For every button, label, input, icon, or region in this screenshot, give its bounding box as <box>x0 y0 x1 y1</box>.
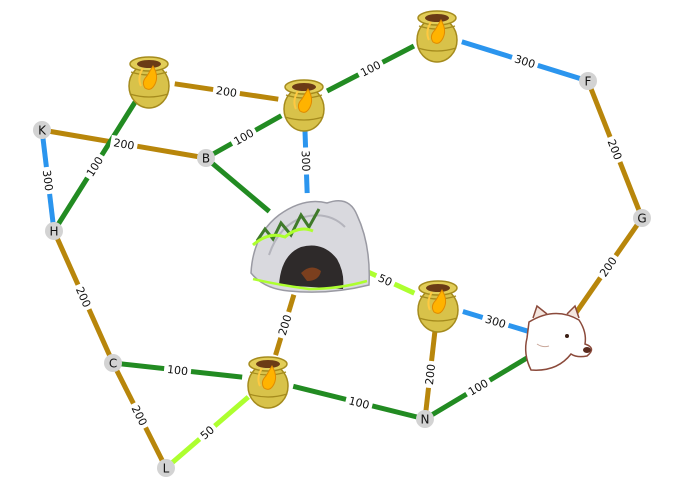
svg-text:50: 50 <box>376 272 394 290</box>
svg-text:100: 100 <box>166 363 188 378</box>
svg-text:200: 200 <box>423 363 438 385</box>
node-h: H <box>45 222 63 240</box>
node-label: H <box>49 225 58 239</box>
svg-text:200: 200 <box>276 313 295 337</box>
nodes-layer: K B H C L N F G <box>33 10 651 477</box>
node-l: L <box>157 459 175 477</box>
node-label: B <box>202 152 210 166</box>
edge-weight-label: 200 <box>421 360 439 389</box>
edge-weight-label: 100 <box>344 392 374 413</box>
node-g: G <box>633 209 651 227</box>
svg-text:300: 300 <box>513 53 537 72</box>
node-label: C <box>109 357 117 371</box>
node-f: F <box>579 72 597 90</box>
honey-pot-icon <box>283 79 325 132</box>
svg-text:200: 200 <box>112 136 135 152</box>
honey-pot-icon <box>247 356 289 409</box>
edge-weight-label: 300 <box>480 310 511 333</box>
edge-weight-label: 200 <box>109 134 139 154</box>
svg-text:300: 300 <box>299 150 313 171</box>
node-k: K <box>33 121 51 139</box>
honey-pot-icon <box>417 280 459 333</box>
edge-weight-label: 50 <box>373 269 398 291</box>
node-label: N <box>421 413 430 427</box>
edge-weight-label: 200 <box>127 400 152 431</box>
edge-weight-label: 100 <box>163 361 192 379</box>
edge-weight-label: 300 <box>509 50 540 73</box>
edge-B-CAVE <box>204 156 271 214</box>
edge-weight-label: 100 <box>355 56 386 81</box>
node-label: K <box>38 124 47 138</box>
svg-text:100: 100 <box>347 394 371 412</box>
honey-pot-icon <box>128 56 170 109</box>
node-c: C <box>104 354 122 372</box>
edge-weight-label: 300 <box>39 166 57 195</box>
edge-weight-label: 200 <box>212 82 241 101</box>
edge-weight-label: 100 <box>228 124 259 150</box>
bear-icon <box>524 304 593 371</box>
edge-labels-layer: 200 100 300 100 200 100 300 300 200 200 200 50 300 20… <box>39 50 627 445</box>
node-label: G <box>637 212 646 226</box>
edge-weight-label: 300 <box>298 147 314 175</box>
node-n: N <box>416 410 434 428</box>
node-label: F <box>585 75 592 89</box>
svg-text:300: 300 <box>40 169 55 191</box>
svg-text:200: 200 <box>215 84 238 100</box>
svg-text:300: 300 <box>484 313 508 332</box>
edge-weight-label: 200 <box>274 309 296 340</box>
edge-weight-label: 200 <box>603 134 627 165</box>
cave-icon <box>250 200 370 293</box>
honey-pot-icon <box>416 10 458 63</box>
edge-weight-label: 200 <box>71 281 96 313</box>
svg-text:200: 200 <box>605 138 625 162</box>
node-label: L <box>163 462 170 476</box>
node-b: B <box>197 149 215 167</box>
